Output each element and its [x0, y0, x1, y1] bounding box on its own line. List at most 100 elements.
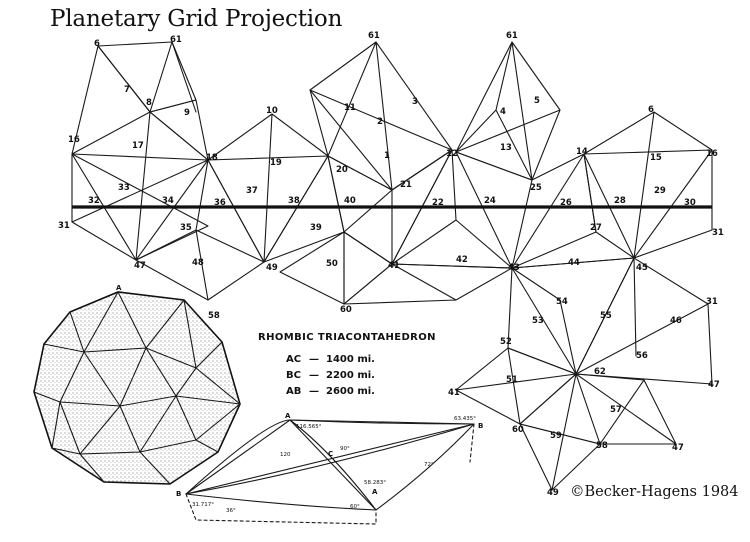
grid-label: 61	[170, 35, 182, 45]
angle-label: 36°	[226, 508, 236, 514]
angle-label: 63.435°	[454, 416, 476, 422]
angle-label: 116.565°	[296, 424, 322, 430]
grid-label: 56	[636, 351, 648, 361]
rhombic-row-value: 1400 mi.	[326, 354, 375, 365]
grid-label: 34	[162, 196, 174, 206]
grid-label: 61	[506, 31, 518, 41]
grid-label: 54	[556, 297, 568, 307]
grid-label: 46	[670, 316, 682, 326]
grid-label: 43	[508, 263, 520, 273]
rhombic-row-dash: —	[309, 386, 319, 397]
grid-label: 11	[344, 103, 356, 113]
grid-label: 1	[384, 151, 390, 161]
grid-label: 22	[432, 198, 444, 208]
angle-label: 120	[280, 452, 291, 458]
grid-label: 51	[506, 375, 518, 385]
angle-label: 72°	[424, 462, 434, 468]
grid-label: 47	[672, 443, 684, 453]
grid-label: 25	[530, 183, 542, 193]
grid-label: 4	[500, 107, 506, 117]
vertex-a-label: A	[372, 488, 378, 496]
grid-label: 6	[94, 39, 100, 49]
rhombic-row-dash: —	[309, 370, 319, 381]
grid-label: 32	[88, 196, 100, 206]
grid-label: 36	[214, 198, 226, 208]
grid-label: 2	[377, 117, 383, 127]
grid-label: 35	[180, 223, 192, 233]
grid-label: 18	[206, 153, 218, 163]
grid-label: 15	[650, 153, 662, 163]
grid-label: 31	[58, 221, 70, 231]
grid-label: 40	[344, 196, 356, 206]
grid-label: 58	[208, 311, 220, 321]
grid-label: 13	[500, 143, 512, 153]
grid-label: 41	[388, 261, 400, 271]
grid-label: 37	[246, 186, 258, 196]
rhombic-row-label: BC	[286, 370, 301, 381]
copyright-credit: ©Becker-Hagens 1984	[570, 484, 739, 500]
grid-label: 3	[412, 97, 418, 107]
grid-label: 7	[124, 85, 130, 95]
grid-label: 39	[310, 223, 322, 233]
angle-label: 58.283°	[364, 480, 386, 486]
rhombic-row-value: 2600 mi.	[326, 386, 375, 397]
grid-label: 28	[614, 196, 626, 206]
grid-label: 31	[706, 297, 718, 307]
globe-illustration: A	[33, 284, 241, 485]
grid-label: 48	[192, 258, 204, 268]
grid-label: 16	[68, 135, 80, 145]
grid-label: 53	[532, 316, 544, 326]
rhombic-title: RHOMBIC TRIACONTAHEDRON	[258, 332, 436, 343]
grid-label: 24	[484, 196, 496, 206]
angle-label: 90°	[340, 446, 350, 452]
grid-label: 38	[288, 196, 300, 206]
vertex-c-label: C	[328, 450, 333, 458]
rhombic-row-dash: —	[309, 354, 319, 365]
grid-label: 27	[590, 223, 602, 233]
angle-label: 60°	[350, 504, 360, 510]
vertex-b-label: B	[478, 422, 483, 430]
grid-label: 41	[448, 388, 460, 398]
grid-label: 21	[400, 180, 412, 190]
vertex-a-label: A	[285, 412, 291, 420]
grid-label: 58	[596, 441, 608, 451]
grid-label: 20	[336, 165, 348, 175]
grid-label: 8	[146, 98, 152, 108]
grid-label: 6	[648, 105, 654, 115]
grid-label: 49	[266, 263, 278, 273]
grid-label: 49	[547, 488, 559, 498]
rhombic-row-label: AC	[286, 354, 301, 365]
grid-label: 10	[266, 106, 278, 116]
grid-label: 57	[610, 405, 622, 415]
page-title: Planetary Grid Projection	[50, 6, 343, 32]
grid-label: 31	[712, 228, 724, 238]
grid-label: 59	[550, 431, 562, 441]
grid-label: 52	[500, 337, 512, 347]
grid-network	[71, 41, 713, 491]
grid-label: 47	[708, 380, 720, 390]
grid-label: 50	[326, 259, 338, 269]
grid-labels: 6 61 7 8 9 16 17 18 10 19 20 61 11 2 3 1…	[58, 31, 724, 498]
vertex-b-label: B	[176, 490, 181, 498]
grid-label: 60	[512, 425, 524, 435]
rhombic-row-label: AB	[286, 386, 301, 397]
grid-label: 61	[368, 31, 380, 41]
grid-label: 5	[534, 96, 540, 106]
grid-label: 14	[576, 147, 588, 157]
grid-label: 26	[560, 198, 572, 208]
grid-label: 42	[456, 255, 468, 265]
grid-label: 30	[684, 198, 696, 208]
grid-label: 44	[568, 258, 580, 268]
grid-label: 12	[446, 149, 458, 159]
grid-label: 62	[594, 367, 606, 377]
rhombic-legend: RHOMBIC TRIACONTAHEDRON AC — 1400 mi. BC…	[258, 332, 436, 397]
globe-label: A	[116, 284, 122, 292]
rhombic-row-value: 2200 mi.	[326, 370, 375, 381]
grid-label: 29	[654, 186, 666, 196]
grid-label: 17	[132, 141, 144, 151]
grid-label: 55	[600, 311, 612, 321]
grid-label: 33	[118, 183, 130, 193]
grid-label: 47	[134, 261, 146, 271]
grid-label: 16	[706, 149, 718, 159]
